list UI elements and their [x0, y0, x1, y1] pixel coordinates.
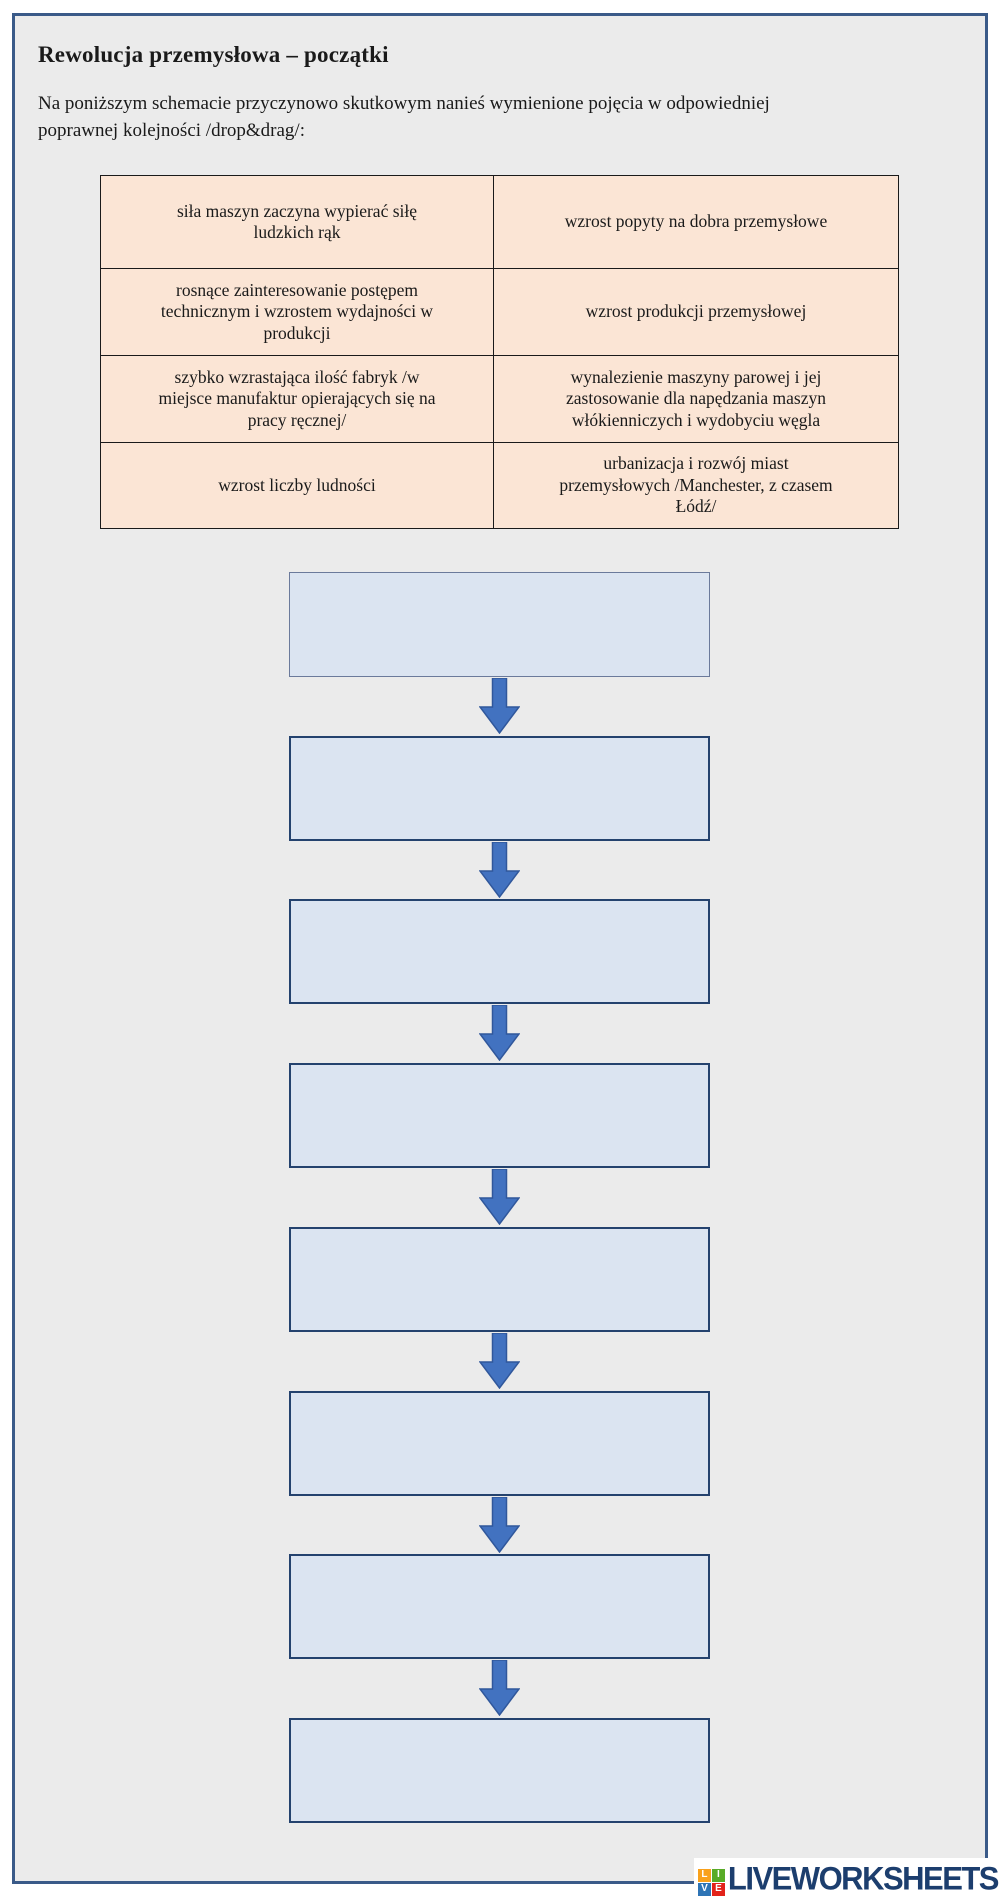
- word-bank-item-4[interactable]: wzrost produkcji przemysłowej: [493, 268, 899, 356]
- flow-slot-6[interactable]: [289, 1391, 710, 1496]
- flow-slot-3[interactable]: [289, 899, 710, 1004]
- liveworksheets-logo[interactable]: L I V E LIVEWORKSHEETS: [693, 1858, 1000, 1900]
- logo-tile-i: I: [711, 1868, 725, 1882]
- flow-slot-2[interactable]: [289, 736, 710, 841]
- flow-slot-1[interactable]: [289, 572, 710, 677]
- down-arrow-icon: [479, 678, 520, 734]
- instructions-text: Na poniższym schemacie przyczynowo skutk…: [38, 93, 770, 141]
- flow-slot-8[interactable]: [289, 1718, 710, 1823]
- word-bank-item-5[interactable]: szybko wzrastająca ilość fabryk /w miejs…: [100, 355, 494, 443]
- word-bank-item-6[interactable]: wynalezienie maszyny parowej i jej zasto…: [493, 355, 899, 443]
- flow-slot-5[interactable]: [289, 1227, 710, 1332]
- flow-slot-7[interactable]: [289, 1554, 710, 1659]
- logo-tile-l: L: [697, 1868, 711, 1882]
- page-title: Rewolucja przemysłowa – początki: [38, 42, 389, 67]
- word-bank-table: siła maszyn zaczyna wypierać siłę ludzki…: [100, 175, 899, 529]
- word-bank-item-8[interactable]: urbanizacja i rozwój miast przemysłowych…: [493, 442, 899, 529]
- down-arrow-icon: [479, 1005, 520, 1061]
- word-bank-item-1[interactable]: siła maszyn zaczyna wypierać siłę ludzki…: [100, 175, 494, 269]
- liveworksheets-tiles-icon: L I V E: [697, 1868, 725, 1896]
- down-arrow-icon: [479, 1333, 520, 1389]
- word-bank-item-3[interactable]: rosnące zainteresowanie postępem technic…: [100, 268, 494, 356]
- down-arrow-icon: [479, 1497, 520, 1553]
- logo-tile-e: E: [711, 1882, 725, 1896]
- word-bank-item-7[interactable]: wzrost liczby ludności: [100, 442, 494, 529]
- logo-tile-v: V: [697, 1882, 711, 1896]
- word-bank-item-2[interactable]: wzrost popyty na dobra przemysłowe: [493, 175, 899, 269]
- down-arrow-icon: [479, 842, 520, 898]
- liveworksheets-logo-text: LIVEWORKSHEETS: [727, 1860, 1000, 1897]
- flow-slot-4[interactable]: [289, 1063, 710, 1168]
- down-arrow-icon: [479, 1660, 520, 1716]
- down-arrow-icon: [479, 1169, 520, 1225]
